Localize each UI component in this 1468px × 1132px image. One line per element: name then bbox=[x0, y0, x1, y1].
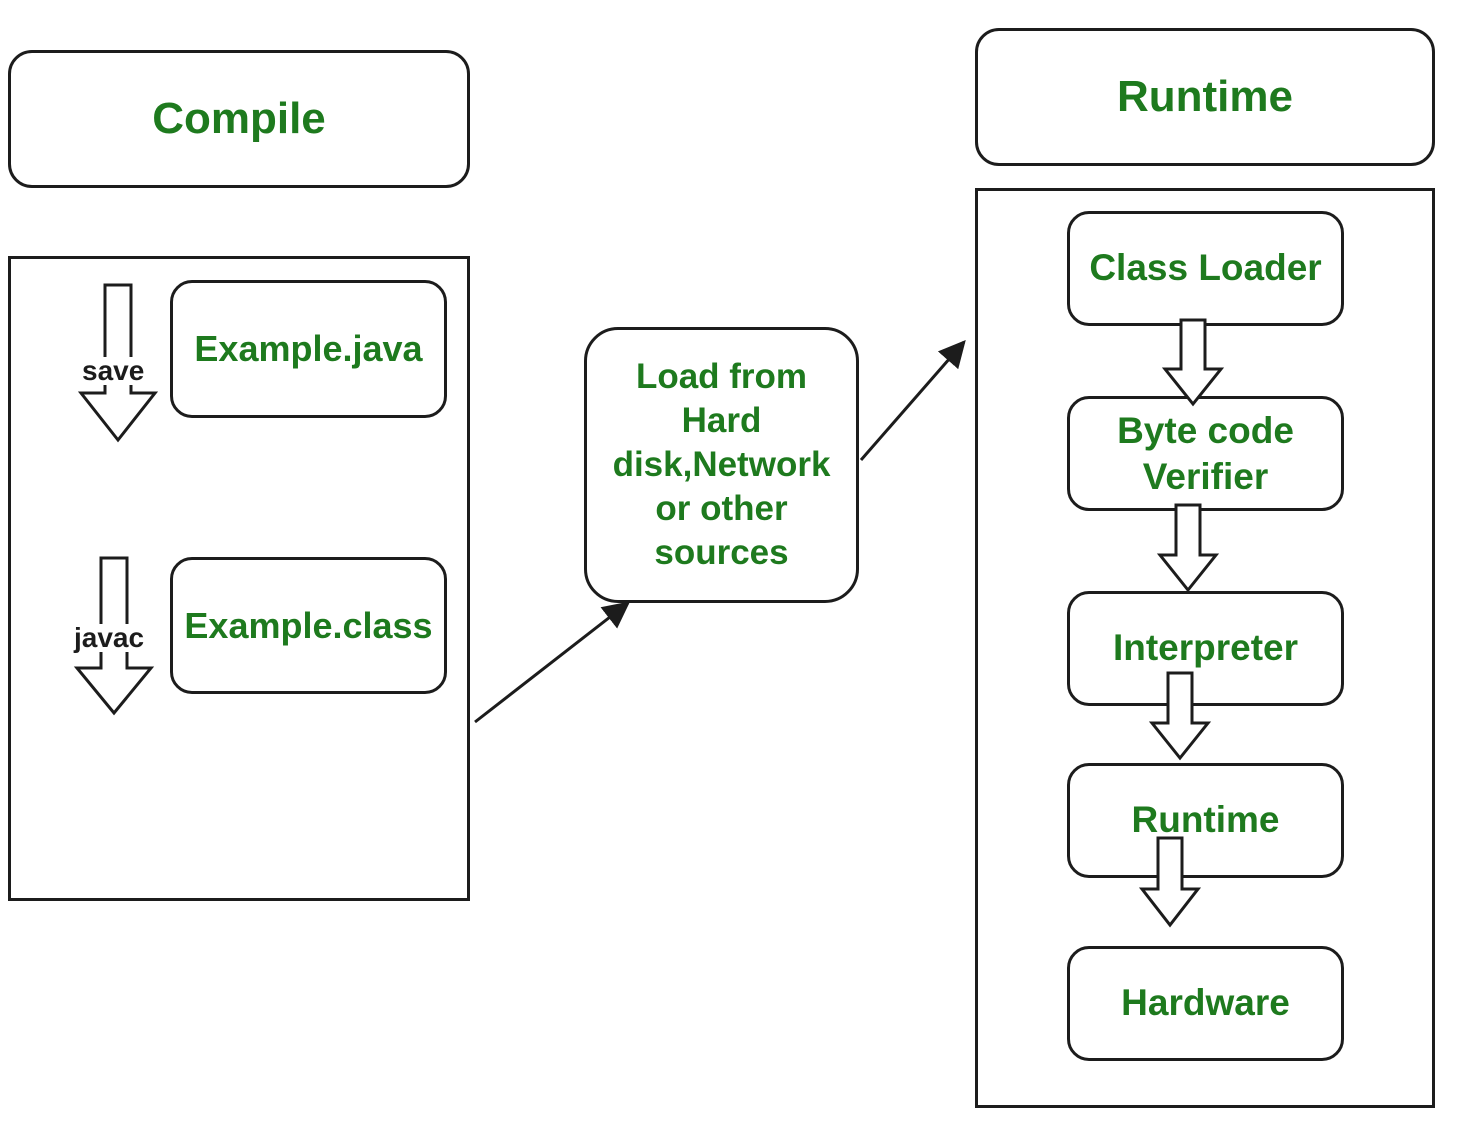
compile-header-box bbox=[8, 50, 470, 188]
example-java-label: Example.java bbox=[194, 328, 423, 370]
class-loader-box bbox=[1067, 211, 1344, 326]
interpreter-label: Interpreter bbox=[1112, 627, 1299, 669]
class-loader-label: Class Loader bbox=[1089, 247, 1322, 289]
save-label: save bbox=[81, 355, 146, 386]
javac-label: javac bbox=[73, 622, 146, 653]
runtime-stage-box bbox=[1067, 763, 1344, 878]
bytecode-verifier-label: Byte code Verifier bbox=[1117, 409, 1294, 497]
runtime-header-box bbox=[975, 28, 1435, 166]
runtime-title: Runtime bbox=[1117, 71, 1293, 121]
load-sources-box bbox=[584, 327, 859, 603]
compile-to-load-connector bbox=[474, 601, 631, 724]
example-class-label: Example.class bbox=[184, 604, 433, 646]
example-class-box bbox=[170, 557, 447, 694]
example-java-box bbox=[170, 280, 447, 418]
load-sources-label: Load from Hard disk,Network or other sou… bbox=[612, 357, 831, 572]
hardware-box bbox=[1067, 946, 1344, 1061]
load-to-runtime-connector bbox=[859, 339, 966, 461]
runtime-stage-label: Runtime bbox=[1131, 799, 1280, 841]
compile-title: Compile bbox=[152, 93, 326, 143]
hardware-label: Hardware bbox=[1121, 982, 1290, 1024]
